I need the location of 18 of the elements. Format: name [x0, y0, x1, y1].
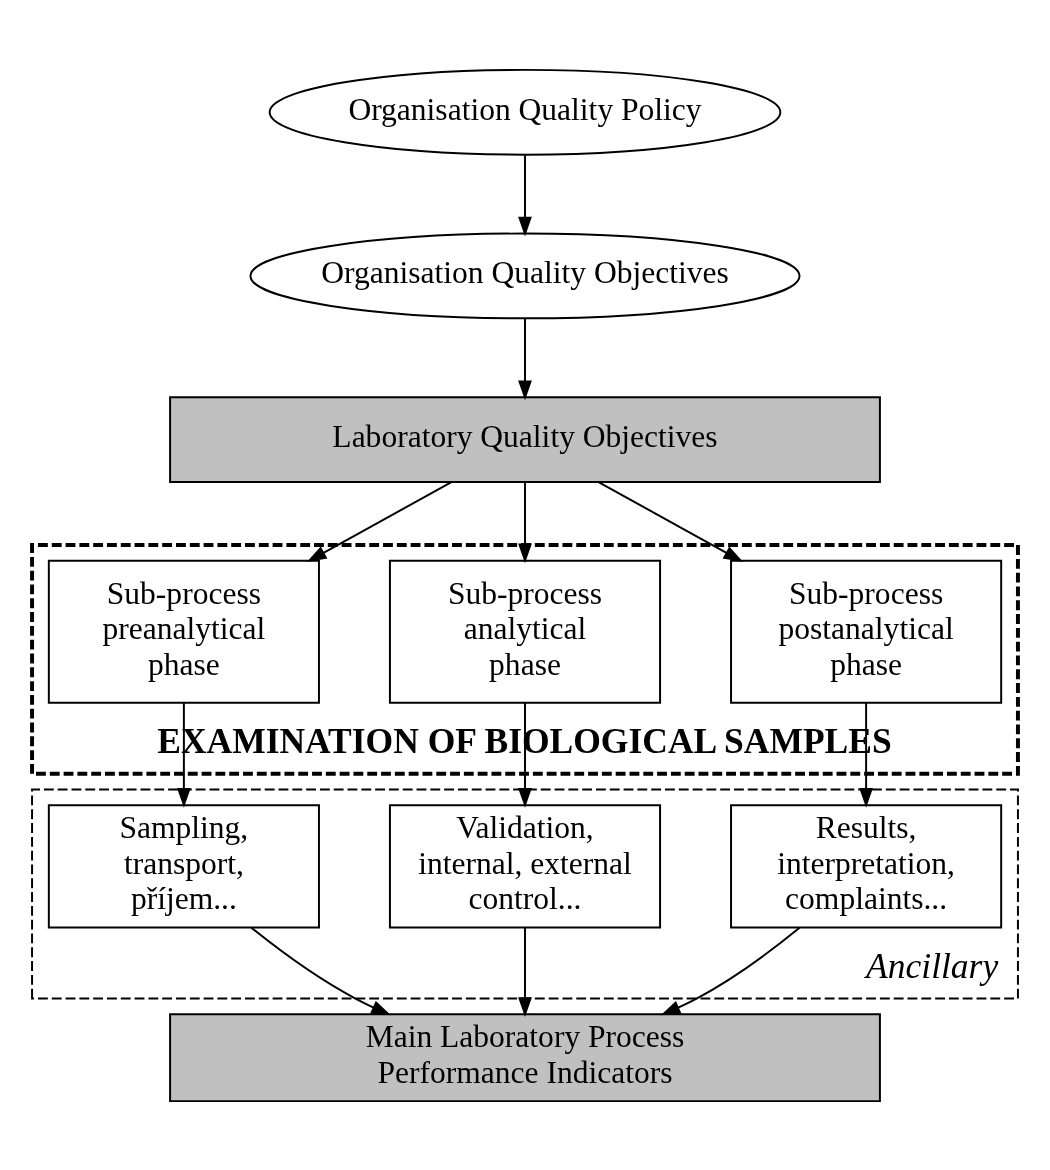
node-box: Sub-process analytical phase	[388, 559, 662, 704]
node-box: Laboratory Quality Objectives	[169, 395, 881, 483]
arrow	[250, 926, 391, 1015]
node-box: Validation, internal, external control...	[388, 803, 662, 929]
node-box: Sub-process preanalytical phase	[47, 559, 320, 704]
arrow	[660, 926, 801, 1015]
arrow	[518, 153, 532, 236]
arrow	[598, 480, 744, 562]
arrow	[518, 480, 532, 563]
arrow	[518, 317, 532, 400]
node-ellipse: Organisation Quality Policy	[268, 68, 782, 156]
node-box: Main Laboratory Process Performance Indicators	[169, 1012, 881, 1102]
node-ellipse: Organisation Quality Objectives	[249, 232, 801, 319]
node-box: Results, interpretation, complaints...	[730, 803, 1003, 929]
arrow	[518, 926, 532, 1017]
arrow	[306, 480, 452, 562]
node-box: Sampling, transport, příjem...	[47, 803, 320, 929]
node-box: Sub-process postanalytical phase	[730, 559, 1003, 704]
